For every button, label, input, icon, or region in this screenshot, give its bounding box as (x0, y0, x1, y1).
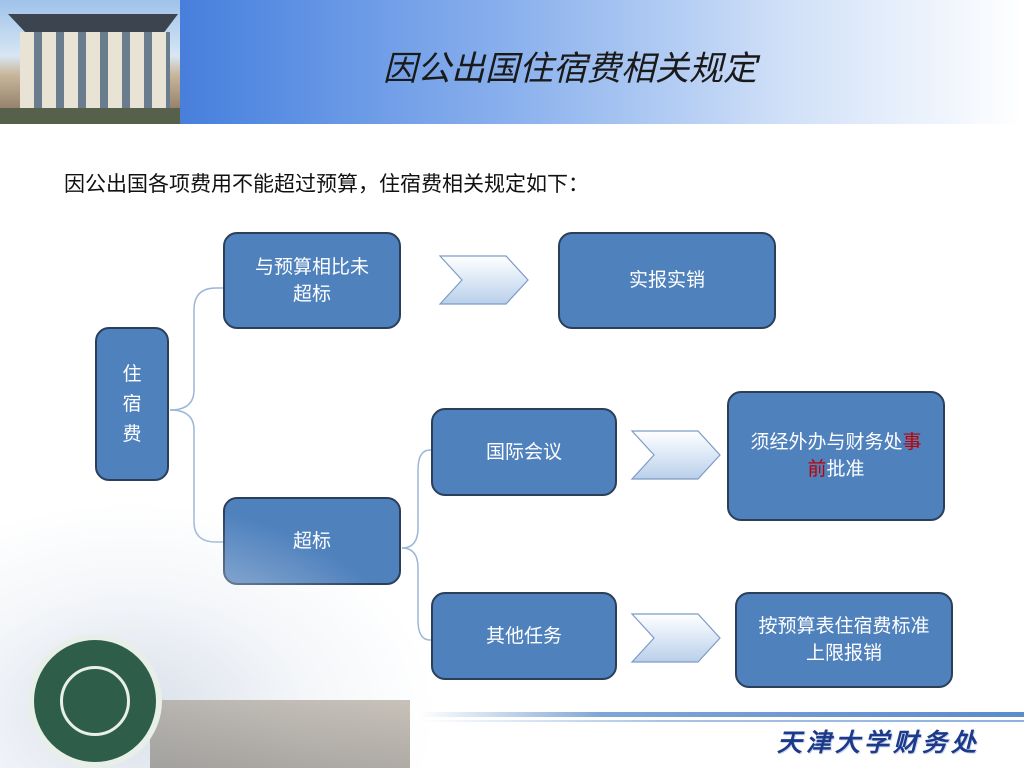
footer-department-name: 天津大学财务处 (776, 728, 980, 757)
node-within-budget: 与预算相比未超标 (223, 232, 401, 329)
node-prior-approval: 须经外办与财务处事前批准 (727, 391, 945, 521)
node-prior-approval-text: 须经外办与财务处事前批准 (747, 429, 925, 483)
campus-building-photo (0, 0, 180, 124)
footer-rule (420, 712, 1024, 717)
slide-title: 因公出国住宿费相关规定 (383, 49, 757, 89)
university-seal-icon (28, 634, 162, 768)
stone-plinth (150, 700, 410, 768)
approval-highlight: 事前 (807, 431, 922, 480)
seal-inner-ring (60, 666, 130, 736)
building-roof (8, 14, 178, 32)
node-other-tasks-label: 其他任务 (485, 624, 562, 647)
root-bracket (169, 287, 224, 411)
footer-rule-thin (420, 720, 1024, 722)
node-budget-cap-reimburse-label: 按预算表住宿费标准上限报销 (758, 615, 930, 664)
root-node-label: 住宿费 (122, 363, 142, 445)
intro-text: 因公出国各项费用不能超过预算，住宿费相关规定如下： (64, 172, 589, 196)
node-reimburse-actual-label: 实报实销 (628, 269, 705, 291)
chevron-right-icon (630, 613, 721, 663)
node-budget-cap-reimburse: 按预算表住宿费标准上限报销 (735, 592, 953, 688)
root-node-accommodation: 住宿费 (95, 327, 169, 481)
building-facade (20, 32, 170, 112)
chevron-right-icon (630, 430, 721, 480)
node-within-budget-label: 与预算相比未超标 (254, 255, 369, 305)
node-international-meeting-label: 国际会议 (485, 440, 562, 463)
header-banner: 因公出国住宿费相关规定 (0, 0, 1024, 124)
approval-prefix: 须经外办与财务处 (750, 431, 903, 453)
node-international-meeting: 国际会议 (431, 408, 617, 496)
approval-suffix: 批准 (826, 458, 865, 480)
node-other-tasks: 其他任务 (431, 592, 617, 680)
chevron-right-icon (438, 255, 529, 305)
building-trees (0, 108, 180, 124)
node-reimburse-actual: 实报实销 (558, 232, 776, 329)
